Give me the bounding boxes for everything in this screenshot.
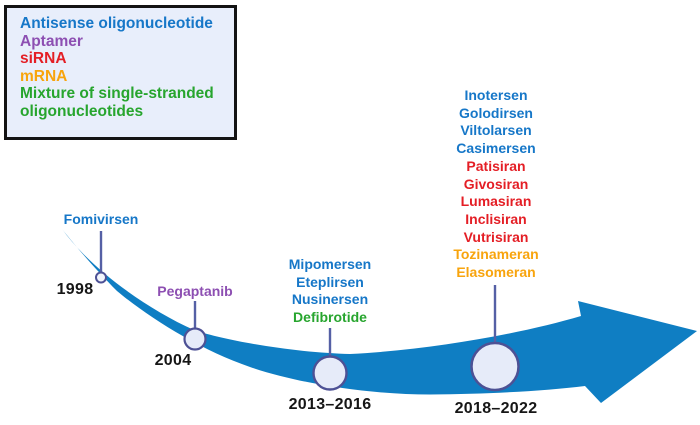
drug-list-2013-2016: Mipomersen Eteplirsen Nusinersen Defibro… <box>289 256 371 327</box>
legend-item-aptamer: Aptamer <box>20 32 83 50</box>
drug-label-patisiran: Patisiran <box>466 157 526 174</box>
drug-label-inclisiran: Inclisiran <box>465 210 527 227</box>
drug-label-golodirsen: Golodirsen <box>459 104 533 121</box>
legend-item-antisense: Antisense oligonucleotide <box>20 15 213 32</box>
drug-label-fomivirsen: Fomivirsen <box>63 211 139 227</box>
year-label-2013-2016: 2013–2016 <box>288 396 372 413</box>
timeline-arrow <box>62 229 697 403</box>
drug-label-eteplirsen: Eteplirsen <box>296 273 364 290</box>
drug-label-tozinameran: Tozinameran <box>453 246 539 263</box>
drug-label-elasomeran: Elasomeran <box>456 264 536 281</box>
drug-label-mipomersen: Mipomersen <box>288 256 372 272</box>
drug-label-pegaptanib: Pegaptanib <box>157 283 233 299</box>
timeline-node-2018-2022 <box>470 341 520 392</box>
drug-label-vutrisiran: Vutrisiran <box>463 228 529 245</box>
legend-item-sirna: siRNA <box>20 50 67 68</box>
year-label-2018-2022: 2018–2022 <box>454 400 538 417</box>
drug-list-2018-2022: Inotersen Golodirsen Viltolarsen Casimer… <box>453 87 538 282</box>
drug-label-inotersen: Inotersen <box>464 87 528 103</box>
timeline-node-2004 <box>183 327 207 351</box>
year-label-1998: 1998 <box>56 281 94 298</box>
legend-box: Antisense oligonucleotide Aptamer siRNA … <box>4 5 237 140</box>
drug-label-lumasiran: Lumasiran <box>460 193 532 210</box>
legend-item-mixture: Mixture of single-stranded oligonucleoti… <box>20 85 214 120</box>
legend-item-mrna: mRNA <box>20 67 68 85</box>
drug-label-casimersen: Casimersen <box>456 140 536 157</box>
drug-label-givosiran: Givosiran <box>463 175 529 192</box>
year-label-2004: 2004 <box>154 352 192 369</box>
drug-label-viltolarsen: Viltolarsen <box>460 122 532 139</box>
timeline-node-1998 <box>95 271 107 284</box>
timeline-node-2013-2016 <box>312 355 348 391</box>
drug-label-defibrotide: Defibrotide <box>293 309 367 326</box>
drug-label-nusinersen: Nusinersen <box>291 291 369 308</box>
